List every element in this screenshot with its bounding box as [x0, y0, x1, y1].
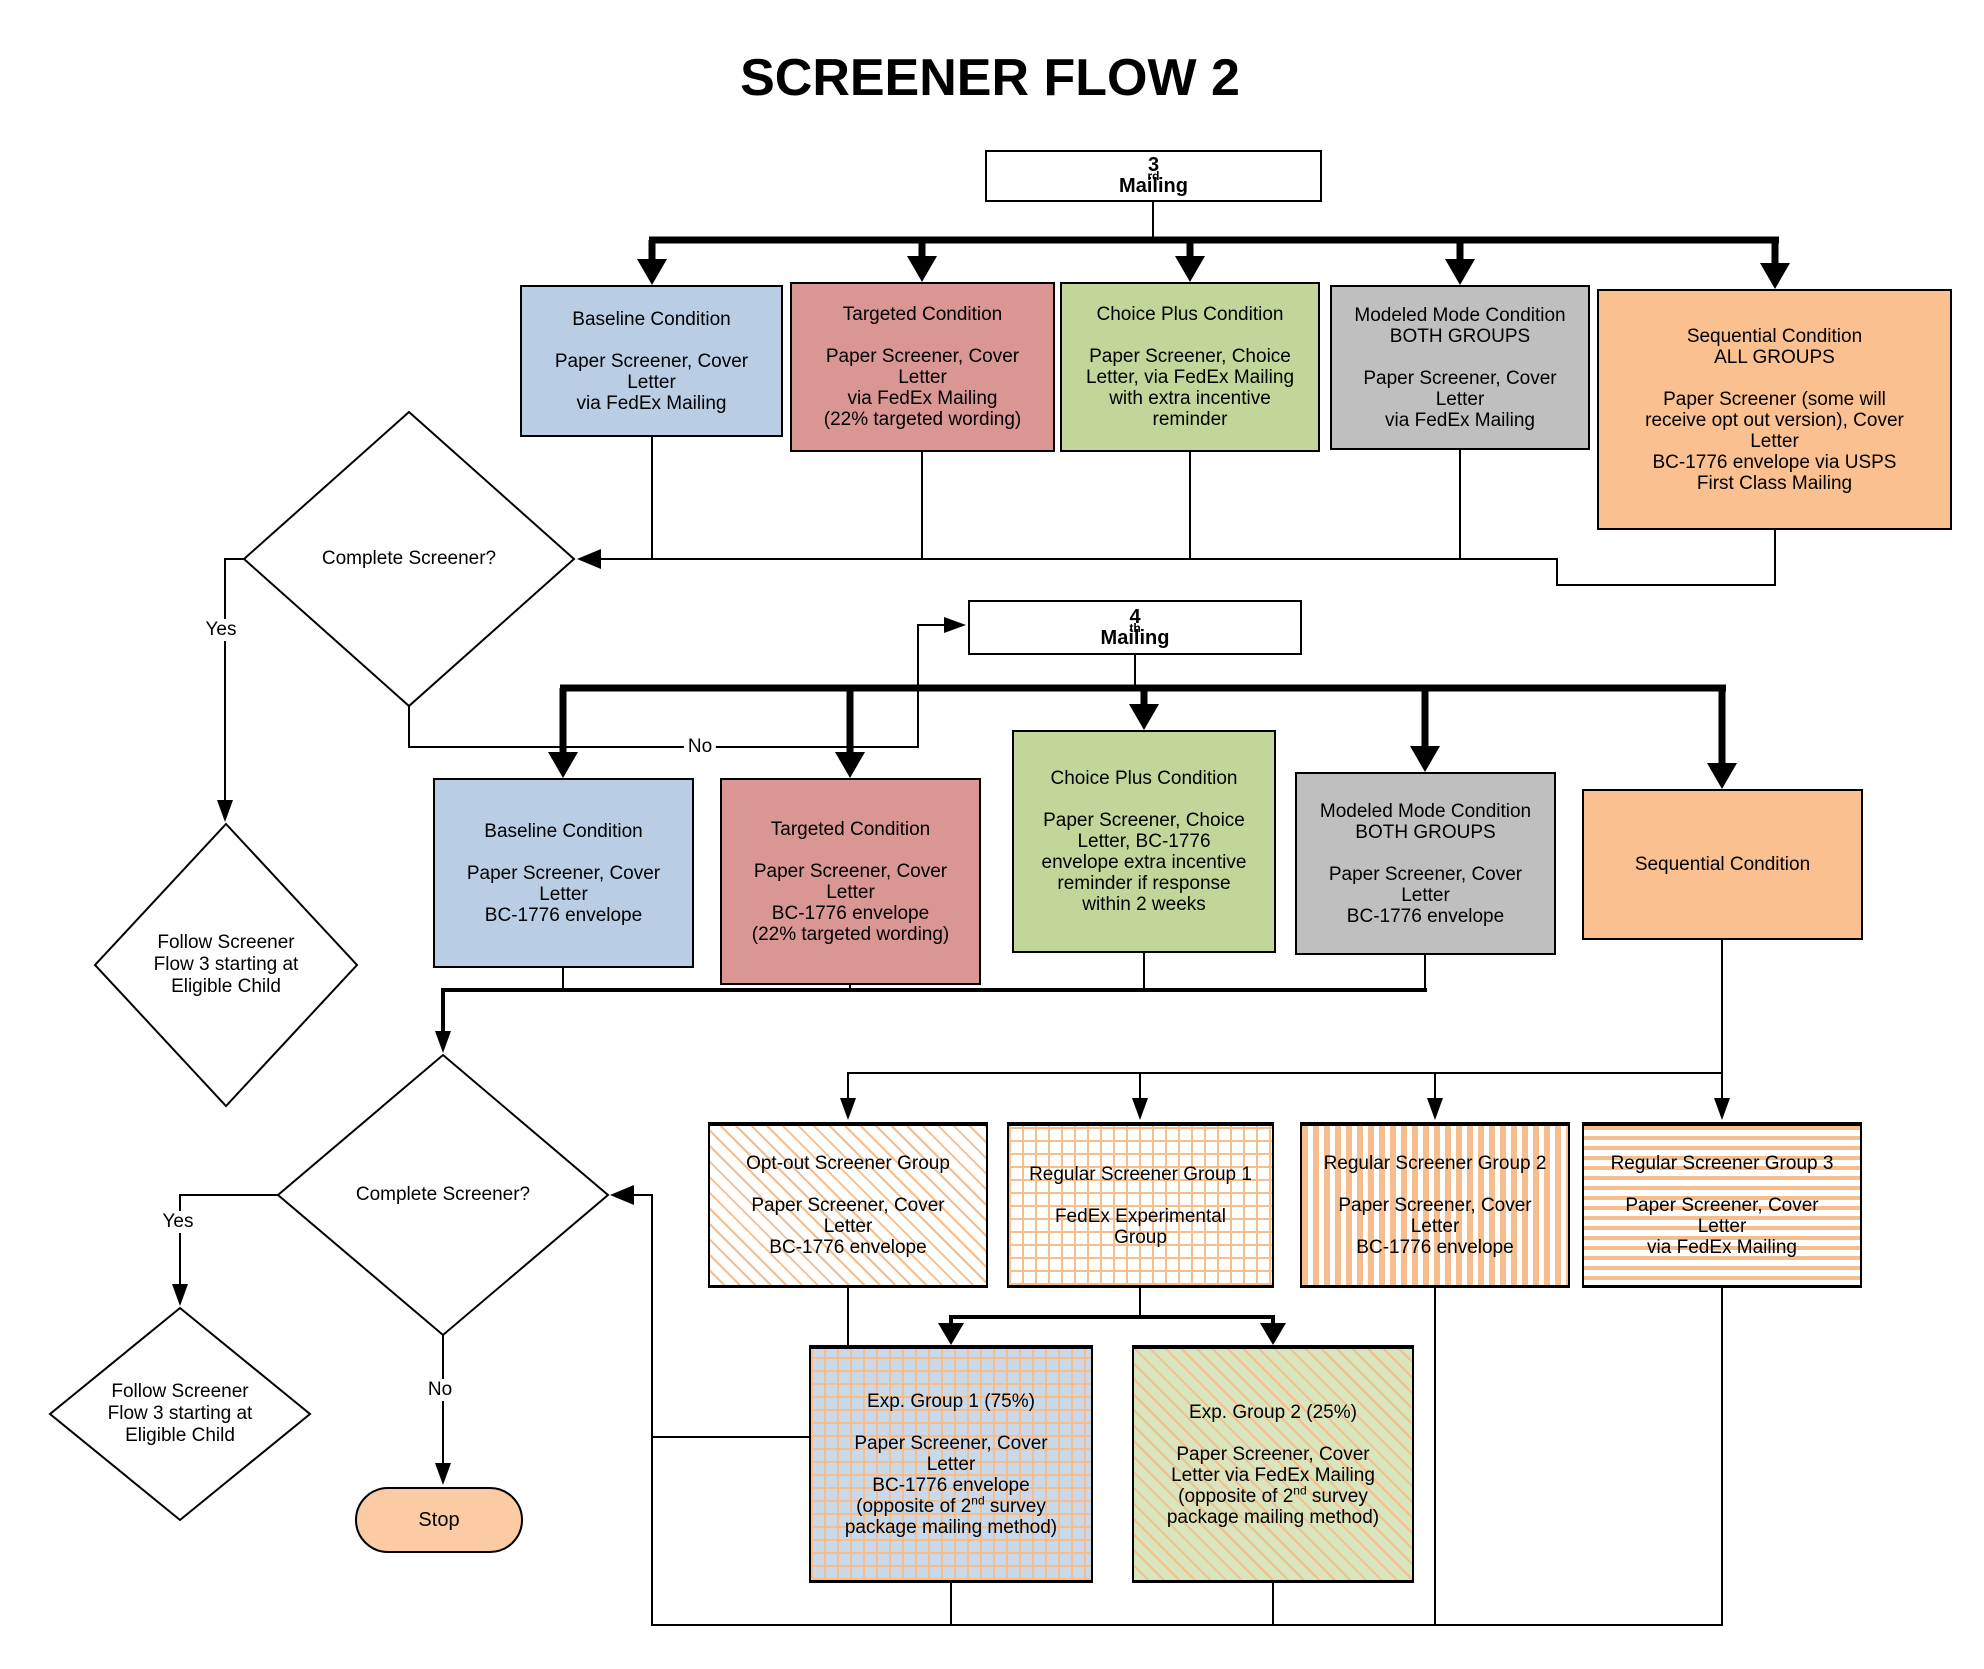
node-regular-screener-group-2: Regular Screener Group 2 Paper Screener,…	[1300, 1122, 1570, 1288]
node-choice-plus-condition-4th: Choice Plus Condition Paper Screener, Ch…	[1012, 730, 1276, 953]
node-exp-group-2: Exp. Group 2 (25%) Paper Screener, Cover…	[1132, 1345, 1414, 1583]
edge-label-yes-2: Yes	[158, 1211, 198, 1233]
node-choice-plus-condition-3rd: Choice Plus Condition Paper Screener, Ch…	[1060, 282, 1320, 452]
node-targeted-condition-4th: Targeted Condition Paper Screener, Cover…	[720, 778, 981, 985]
node-opt-out-screener-group: Opt-out Screener Group Paper Screener, C…	[708, 1122, 988, 1288]
node-regular-screener-group-3: Regular Screener Group 3 Paper Screener,…	[1582, 1122, 1862, 1288]
node-stop: Stop	[355, 1487, 523, 1553]
node-targeted-condition-3rd: Targeted Condition Paper Screener, Cover…	[790, 282, 1055, 452]
edge-label-no-1: No	[683, 736, 717, 758]
decision-complete-screener-2: Complete Screener?	[355, 1184, 531, 1205]
edge-label-yes-1: Yes	[201, 619, 241, 641]
node-baseline-condition-4th: Baseline Condition Paper Screener, Cover…	[433, 778, 694, 968]
node-regular-screener-group-1: Regular Screener Group 1 FedEx Experimen…	[1007, 1122, 1274, 1288]
node-baseline-condition-3rd: Baseline Condition Paper Screener, Cover…	[520, 285, 783, 437]
node-sequential-condition-4th: Sequential Condition	[1582, 789, 1863, 940]
page-title: SCREENER FLOW 2	[740, 49, 1240, 107]
node-exp-group-1: Exp. Group 1 (75%) Paper Screener, Cover…	[809, 1345, 1093, 1583]
decision-complete-screener-1: Complete Screener?	[321, 548, 497, 569]
edge-label-no-2: No	[423, 1379, 457, 1401]
